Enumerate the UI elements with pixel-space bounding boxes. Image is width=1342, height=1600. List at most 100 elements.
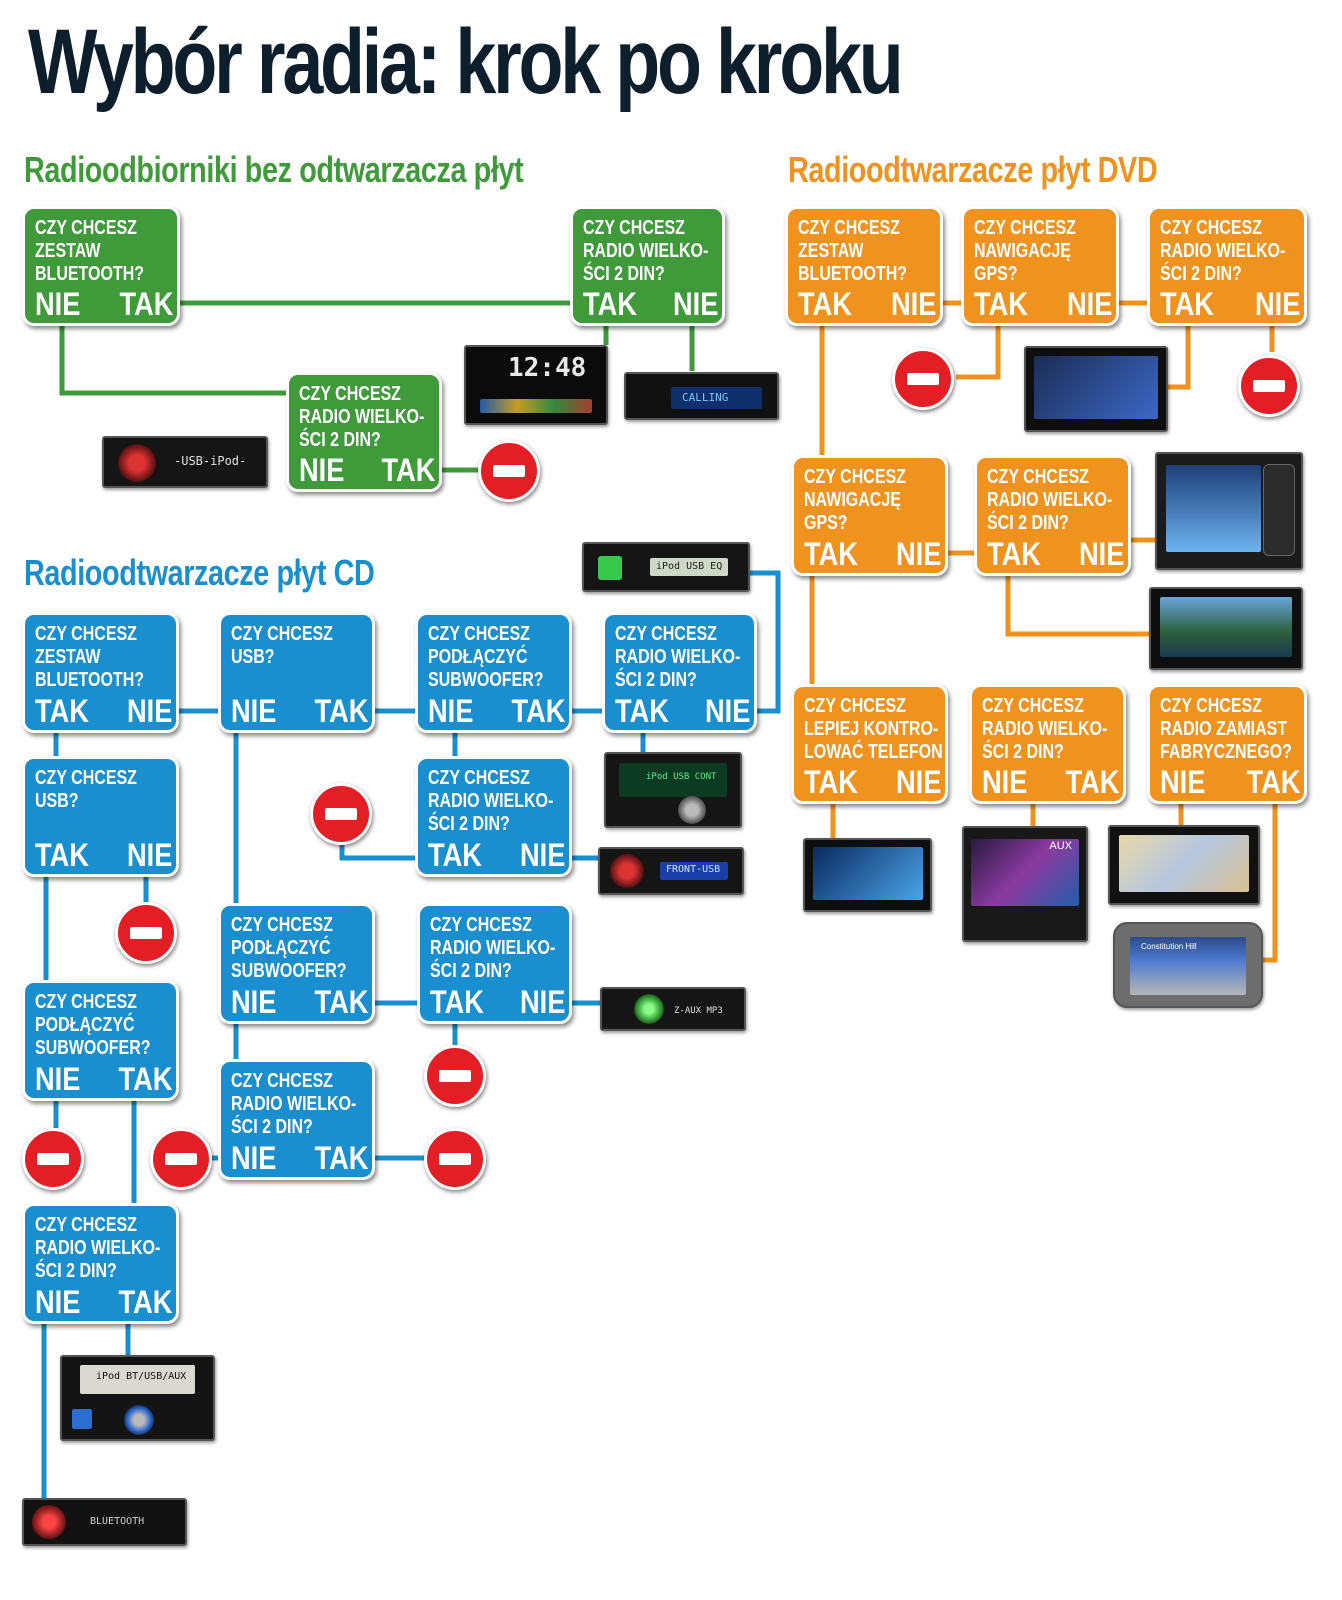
stop-icon — [424, 1045, 486, 1107]
radio-display-text: BLUETOOTH — [90, 1516, 145, 1527]
question-text: CZY CHCESZ USB? — [231, 623, 333, 668]
answer-no: NIE — [428, 693, 474, 729]
answer-no: NIE — [231, 1140, 277, 1176]
answer-no: NIE — [231, 693, 277, 729]
answer-no: NIE — [1160, 764, 1206, 800]
stop-icon — [478, 440, 540, 502]
question-text: CZY CHCESZ PODŁĄCZYĆ SUBWOOFER? — [428, 623, 544, 691]
question-text: CZY CHCESZ RADIO WIELKO- ŚCI 2 DIN? — [430, 914, 556, 982]
radio-display-text: CALLING — [682, 391, 729, 404]
stop-icon — [892, 348, 954, 410]
radio-display-text: iPod USB CONT — [646, 772, 717, 782]
question-text: CZY CHCESZ PODŁĄCZYĆ SUBWOOFER? — [35, 991, 151, 1059]
radio-display-text: iPod BT/USB/AUX — [96, 1371, 187, 1382]
question-text: CZY CHCESZ RADIO WIELKO- ŚCI 2 DIN? — [1160, 217, 1286, 285]
flow-node: CZY CHCESZ RADIO WIELKO- ŚCI 2 DIN? NIE … — [969, 684, 1126, 804]
answer-no: NIE — [1066, 286, 1112, 322]
answer-yes: TAK — [583, 286, 637, 322]
stop-icon — [310, 783, 372, 845]
radio-image — [1149, 587, 1303, 670]
flow-node: CZY CHCESZ PODŁĄCZYĆ SUBWOOFER? NIE TAK — [22, 980, 179, 1101]
answer-no: NIE — [126, 693, 172, 729]
answer-no: NIE — [890, 286, 936, 322]
flow-node: CZY CHCESZ ZESTAW BLUETOOTH? NIE TAK — [22, 206, 180, 326]
section-title-orange: Radioodtwarzacze płyt DVD — [788, 149, 1158, 190]
answer-no: NIE — [982, 764, 1028, 800]
radio-image — [803, 838, 932, 912]
answer-no: NIE — [704, 693, 750, 729]
answer-yes: TAK — [314, 984, 368, 1020]
radio-display-text: Z-AUX MP3 — [674, 1006, 723, 1016]
answer-yes: TAK — [314, 1140, 368, 1176]
flow-node: CZY CHCESZ PODŁĄCZYĆ SUBWOOFER? NIE TAK — [218, 903, 375, 1024]
radio-image — [1108, 825, 1260, 905]
radio-clock-display: 12:48 — [508, 353, 587, 383]
question-text: CZY CHCESZ RADIO WIELKO- ŚCI 2 DIN? — [428, 767, 554, 835]
question-text: CZY CHCESZ NAWIGACJĘ GPS? — [804, 466, 906, 534]
answer-no: NIE — [895, 764, 941, 800]
section-title-green: Radioodbiorniki bez odtwarzacza płyt — [24, 149, 524, 190]
answer-yes: TAK — [511, 693, 565, 729]
answer-no: NIE — [1254, 286, 1300, 322]
radio-image: iPod USB EQ — [582, 542, 750, 592]
radio-image: FRONT-USB — [598, 847, 744, 895]
radio-image: CALLING — [624, 372, 779, 420]
question-text: CZY CHCESZ RADIO ZAMIAST FABRYCZNEGO? — [1160, 695, 1292, 763]
page-title: Wybór radia: krok po kroku — [28, 11, 904, 113]
question-text: CZY CHCESZ RADIO WIELKO- ŚCI 2 DIN? — [583, 217, 709, 285]
flow-node: CZY CHCESZ PODŁĄCZYĆ SUBWOOFER? NIE TAK — [415, 612, 572, 733]
radio-display-text: FRONT-USB — [666, 864, 721, 875]
answer-no: NIE — [895, 536, 941, 572]
answer-no: NIE — [126, 837, 172, 873]
answer-yes: TAK — [381, 452, 435, 488]
flow-node: CZY CHCESZ NAWIGACJĘ GPS? TAK NIE — [791, 455, 948, 576]
radio-image — [1024, 346, 1168, 432]
answer-yes: TAK — [35, 693, 89, 729]
radio-image: BLUETOOTH — [22, 1498, 187, 1546]
question-text: CZY CHCESZ NAWIGACJĘ GPS? — [974, 217, 1076, 285]
flow-node: CZY CHCESZ USB? NIE TAK — [218, 612, 375, 733]
answer-yes: TAK — [798, 286, 852, 322]
stop-icon — [22, 1128, 84, 1190]
answer-no: NIE — [1078, 536, 1124, 572]
answer-yes: TAK — [804, 764, 858, 800]
question-text: CZY CHCESZ ZESTAW BLUETOOTH? — [798, 217, 908, 285]
answer-no: NIE — [231, 984, 277, 1020]
flow-node: CZY CHCESZ RADIO WIELKO- ŚCI 2 DIN? NIE … — [22, 1203, 179, 1324]
answer-yes: TAK — [1160, 286, 1214, 322]
question-text: CZY CHCESZ RADIO WIELKO- ŚCI 2 DIN? — [982, 695, 1108, 763]
flow-node: CZY CHCESZ ZESTAW BLUETOOTH? TAK NIE — [785, 206, 943, 326]
radio-display-text: AUX — [1049, 840, 1072, 852]
question-text: CZY CHCESZ USB? — [35, 767, 137, 812]
radio-image: -USB-iPod- — [102, 436, 268, 488]
answer-yes: TAK — [428, 837, 482, 873]
answer-yes: TAK — [119, 286, 173, 322]
answer-yes: TAK — [314, 693, 368, 729]
answer-yes: TAK — [118, 1284, 172, 1320]
question-text: CZY CHCESZ RADIO WIELKO- ŚCI 2 DIN? — [615, 623, 741, 691]
flow-node: CZY CHCESZ ZESTAW BLUETOOTH? TAK NIE — [22, 612, 179, 733]
section-title-blue: Radioodtwarzacze płyt CD — [24, 552, 375, 593]
answer-no: NIE — [672, 286, 718, 322]
answer-yes: TAK — [987, 536, 1041, 572]
flow-node: CZY CHCESZ USB? TAK NIE — [22, 756, 179, 877]
flow-node: CZY CHCESZ RADIO WIELKO- ŚCI 2 DIN? TAK … — [1147, 206, 1307, 326]
answer-no: NIE — [299, 452, 345, 488]
answer-yes: TAK — [1065, 764, 1119, 800]
question-text: CZY CHCESZ RADIO WIELKO- ŚCI 2 DIN? — [35, 1214, 161, 1282]
radio-display-text: iPod USB EQ — [656, 561, 723, 572]
answer-no: NIE — [519, 837, 565, 873]
answer-yes: TAK — [615, 693, 669, 729]
flow-node: CZY CHCESZ RADIO WIELKO- ŚCI 2 DIN? NIE … — [286, 372, 442, 492]
radio-image: AUX — [962, 826, 1088, 942]
flow-node: CZY CHCESZ RADIO WIELKO- ŚCI 2 DIN? TAK … — [417, 903, 572, 1024]
stop-icon — [1238, 355, 1300, 417]
question-text: CZY CHCESZ RADIO WIELKO- ŚCI 2 DIN? — [299, 383, 425, 451]
answer-no: NIE — [35, 1284, 81, 1320]
stop-icon — [115, 902, 177, 964]
question-text: CZY CHCESZ PODŁĄCZYĆ SUBWOOFER? — [231, 914, 347, 982]
answer-no: NIE — [35, 1061, 81, 1097]
answer-yes: TAK — [430, 984, 484, 1020]
radio-image: Constitution Hill — [1113, 922, 1263, 1008]
flow-node: CZY CHCESZ RADIO WIELKO- ŚCI 2 DIN? TAK … — [974, 455, 1131, 576]
